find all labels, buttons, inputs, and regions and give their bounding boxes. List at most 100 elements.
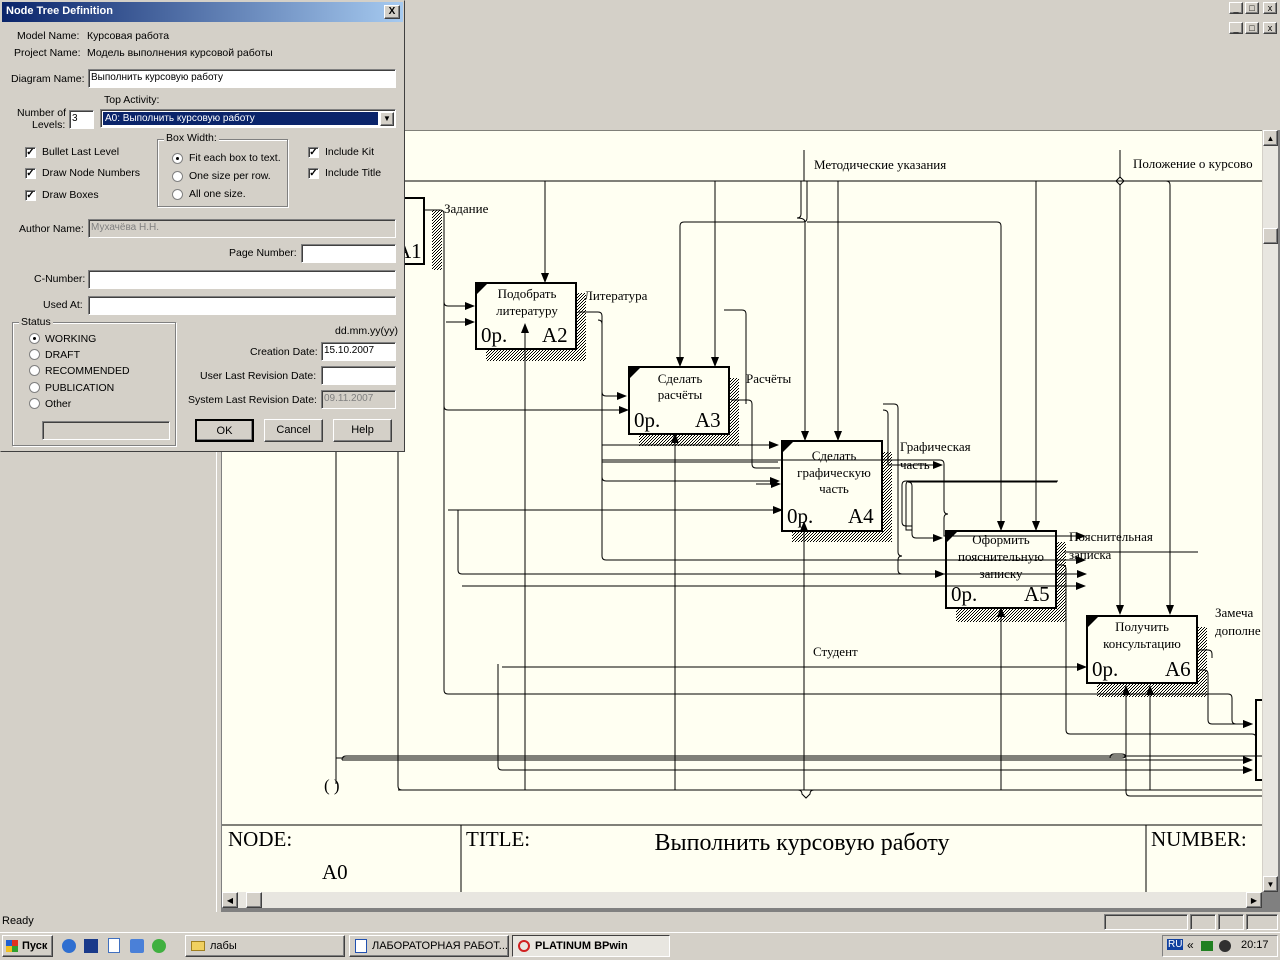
creation-date-field[interactable]: 15.10.2007 — [321, 342, 396, 361]
horizontal-scroll-thumb[interactable] — [246, 892, 262, 908]
child-close-button[interactable]: x — [1263, 22, 1277, 34]
box-a3-line1: Сделать — [658, 371, 703, 386]
system-revision-label: System Last Revision Date: — [188, 394, 317, 406]
status-publication-radio[interactable] — [29, 382, 40, 393]
tray-network-icon[interactable] — [1201, 941, 1213, 951]
used-at-field[interactable] — [88, 296, 396, 315]
task-label-laby: лабы — [210, 940, 237, 952]
author-name-label: Author Name: — [19, 223, 84, 235]
fit-each-box-radio[interactable] — [172, 153, 183, 164]
task-word-doc[interactable]: ЛАБОРАТОРНАЯ РАБОТ... — [349, 935, 509, 957]
status-draft-radio[interactable] — [29, 349, 40, 360]
system-revision-field[interactable]: 09.11.2007 — [321, 390, 396, 409]
app-toolbar-area — [405, 38, 1280, 131]
task-bpwin[interactable]: PLATINUM BPwin — [512, 935, 670, 957]
start-label: Пуск — [22, 940, 48, 952]
quicklaunch-ie-icon[interactable] — [62, 939, 76, 953]
arrow-label-polozhenie: Положение о курсово — [1133, 156, 1253, 171]
levels-label-2: Levels: — [32, 119, 66, 131]
idef0-diagram: ( ) Методические указания Положение о ку… — [222, 130, 1262, 892]
node-tree-dialog: Node Tree Definition X Model Name: Курсо… — [0, 0, 405, 452]
author-name-field[interactable]: Мухачёва Н.Н. — [88, 219, 396, 238]
box-a2-line2: литературу — [496, 303, 558, 318]
draw-node-numbers-checkbox[interactable]: ✓ — [25, 168, 36, 179]
scroll-down-arrow-icon[interactable]: ▼ — [1263, 876, 1278, 892]
box-a4-cost: 0р. — [787, 504, 813, 528]
close-button[interactable]: x — [1263, 2, 1277, 14]
clock: 20:17 — [1241, 939, 1269, 951]
include-kit-checkbox[interactable]: ✓ — [308, 147, 319, 158]
dialog-close-button[interactable]: X — [384, 5, 400, 19]
arrow-label-zamech2: дополне — [1215, 623, 1261, 638]
help-button[interactable]: Help — [333, 419, 392, 442]
levels-field[interactable]: 3 — [69, 110, 94, 129]
arrow-label-graf2: часть — [900, 457, 930, 472]
start-button[interactable]: Пуск — [2, 935, 53, 957]
status-other-field[interactable] — [42, 421, 170, 440]
cancel-button[interactable]: Cancel — [264, 419, 323, 442]
box-a5-number: A5 — [1024, 582, 1050, 606]
user-revision-field[interactable] — [321, 366, 396, 385]
box-width-title: Box Width: — [164, 132, 219, 144]
page-number-field[interactable] — [301, 244, 396, 263]
child-minimize-button[interactable]: _ — [1229, 22, 1243, 34]
taskbar: Пуск лабы ЛАБОРАТОРНАЯ РАБОТ... PLATINUM… — [0, 932, 1280, 960]
diagram-name-field[interactable]: Выполнить курсовую работу — [88, 69, 396, 88]
box-a6-line1: Получить — [1115, 619, 1169, 634]
language-indicator[interactable]: RU — [1167, 939, 1184, 950]
tray-chevron-icon[interactable]: « — [1187, 938, 1194, 952]
system-tray: RU « 20:17 — [1162, 935, 1278, 957]
include-title-checkbox[interactable]: ✓ — [308, 168, 319, 179]
bullet-last-level-label: Bullet Last Level — [42, 146, 120, 158]
status-recommended-radio[interactable] — [29, 365, 40, 376]
status-working-radio[interactable] — [29, 333, 40, 344]
status-pane-2 — [1190, 914, 1216, 930]
scroll-left-arrow-icon[interactable]: ◀ — [222, 892, 238, 908]
quicklaunch-app-icon[interactable] — [130, 939, 144, 953]
draw-boxes-checkbox[interactable]: ✓ — [25, 190, 36, 201]
arrow-label-raschety: Расчёты — [746, 371, 791, 386]
status-pane-4 — [1246, 914, 1278, 930]
horizontal-scrollbar[interactable]: ◀ ▶ — [222, 892, 1262, 908]
one-size-per-row-radio[interactable] — [172, 171, 183, 182]
chevron-down-icon[interactable]: ▼ — [380, 112, 394, 126]
tray-bug-icon[interactable] — [1219, 940, 1231, 952]
child-maximize-button[interactable]: □ — [1245, 22, 1259, 34]
all-one-size-radio[interactable] — [172, 189, 183, 200]
status-other-label: Other — [45, 398, 72, 410]
top-activity-select[interactable]: A0: Выполнить курсовую работу ▼ — [100, 109, 396, 128]
tunnel-label: ( ) — [324, 776, 340, 795]
task-label-bpwin: PLATINUM BPwin — [535, 940, 628, 952]
vertical-scrollbar[interactable]: ▲ ▼ — [1262, 130, 1278, 892]
minimize-button[interactable]: _ — [1229, 2, 1243, 14]
ok-button[interactable]: OK — [195, 419, 254, 442]
frame-title-label: TITLE: — [466, 827, 530, 851]
app-menu-strip — [405, 18, 1280, 38]
bullet-last-level-checkbox[interactable]: ✓ — [25, 147, 36, 158]
scroll-right-arrow-icon[interactable]: ▶ — [1246, 892, 1262, 908]
dialog-title-bar[interactable]: Node Tree Definition X — [2, 2, 403, 22]
task-folder-laby[interactable]: лабы — [185, 935, 345, 957]
left-panel-divider[interactable] — [216, 130, 222, 912]
arrow-label-zadanie: Задание — [444, 201, 489, 216]
top-activity-value: A0: Выполнить курсовую работу — [103, 112, 378, 125]
word-icon — [355, 939, 367, 953]
arrow-label-metodich: Методические указания — [814, 157, 946, 172]
status-recommended-label: RECOMMENDED — [45, 365, 130, 377]
vertical-scroll-thumb[interactable] — [1263, 228, 1278, 244]
task-label-word: ЛАБОРАТОРНАЯ РАБОТ... — [372, 940, 508, 952]
maximize-button[interactable]: □ — [1245, 2, 1259, 14]
include-kit-label: Include Kit — [325, 146, 375, 158]
c-number-field[interactable] — [88, 270, 396, 289]
box-a6-number: A6 — [1165, 657, 1191, 681]
frame-node-label: NODE: — [228, 827, 292, 851]
status-pane-1 — [1104, 914, 1188, 930]
status-other-radio[interactable] — [29, 398, 40, 409]
project-name-label: Project Name: — [14, 47, 81, 59]
box-a2-number: A2 — [542, 323, 568, 347]
creation-date-label: Creation Date: — [250, 346, 318, 358]
quicklaunch-doc-icon[interactable] — [108, 938, 120, 953]
quicklaunch-icq-icon[interactable] — [152, 939, 166, 953]
quicklaunch-save-icon[interactable] — [84, 939, 98, 953]
scroll-up-arrow-icon[interactable]: ▲ — [1263, 130, 1278, 146]
